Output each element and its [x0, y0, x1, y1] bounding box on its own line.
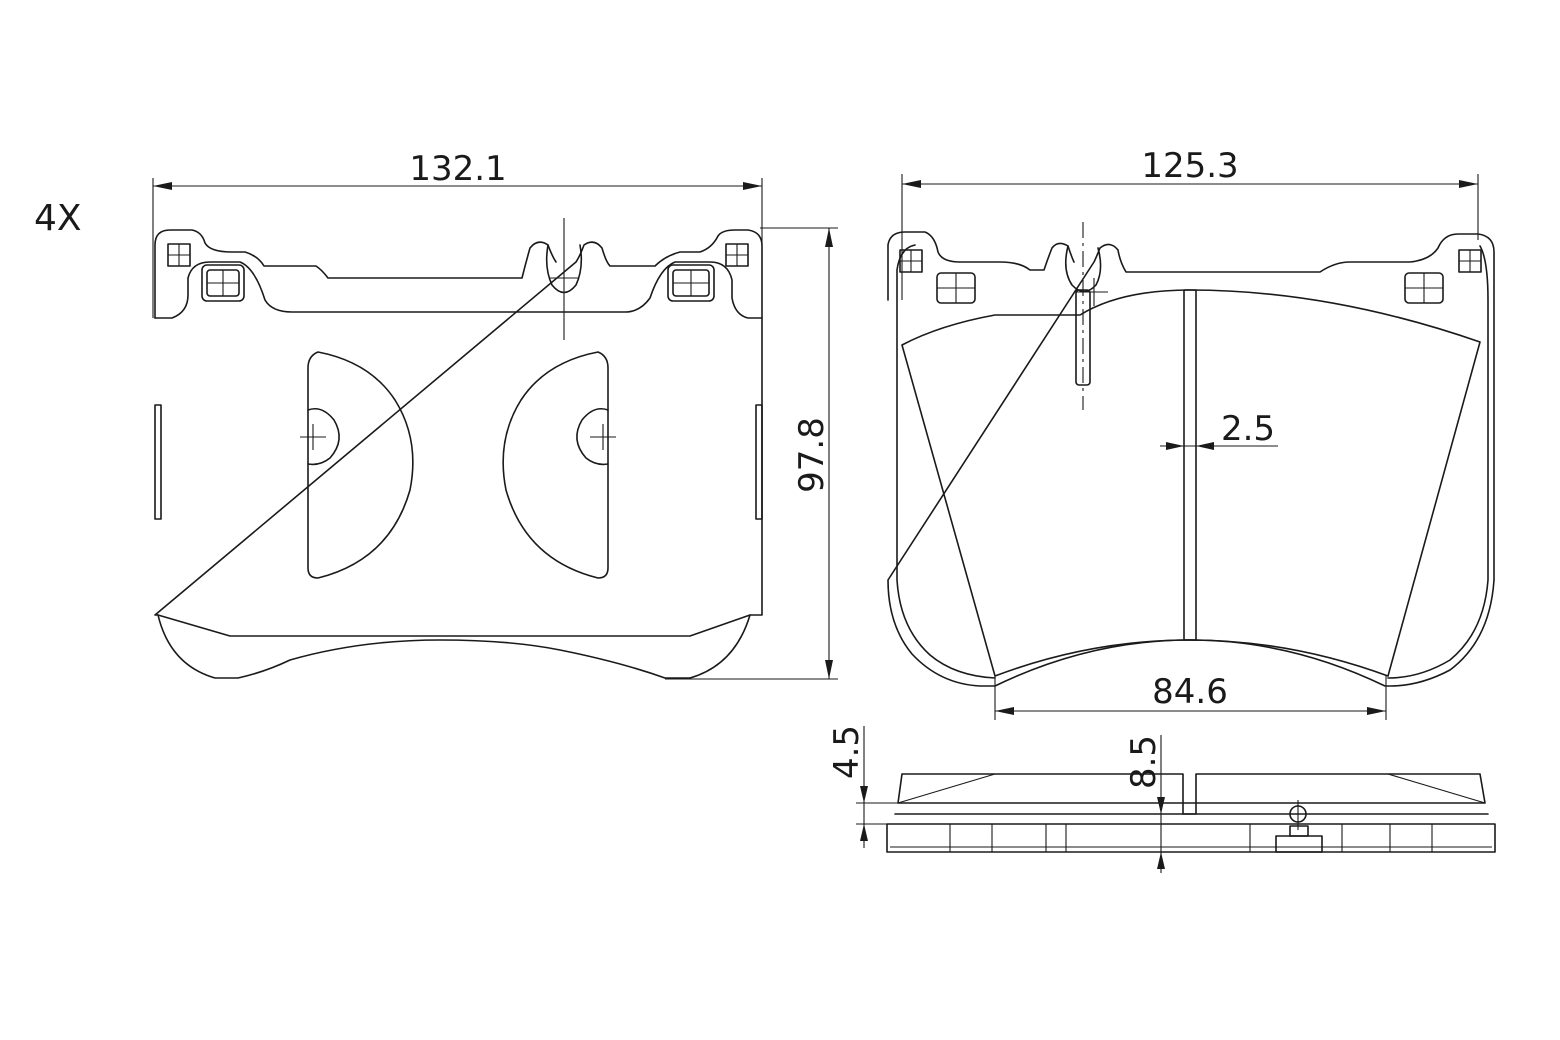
side-backplate — [886, 823, 1496, 853]
dim-right-width-label: 125.3 — [1141, 146, 1238, 186]
left-side-tab-left — [154, 404, 162, 520]
left-marker-2 — [725, 243, 749, 267]
side-chamfer-left — [897, 773, 996, 804]
left-cross-mark-2 — [590, 424, 616, 450]
left-shim-half-moon-left — [307, 351, 414, 579]
left-shim-edge — [154, 261, 763, 319]
left-shim-half-moon-right — [502, 351, 609, 579]
side-backplate-segments — [949, 824, 1433, 852]
side-chamfer-right — [1387, 773, 1486, 804]
left-pad-outline — [154, 229, 763, 679]
side-sensor-stem — [1289, 825, 1309, 837]
quantity-label: 4X — [34, 198, 82, 239]
left-friction-edge — [157, 614, 751, 637]
left-cross-mark-1 — [300, 424, 326, 450]
right-marker-4 — [1404, 272, 1444, 304]
right-pad-outline — [887, 231, 1495, 687]
left-shim-cutout-left — [307, 407, 340, 466]
right-marker-2 — [1458, 249, 1482, 273]
dim-backplate-thickness: 4.5 — [827, 725, 898, 848]
right-center-slot — [1183, 289, 1197, 641]
dim-left-height-label: 97.8 — [792, 417, 832, 493]
dim-backplate-thickness-label: 4.5 — [827, 725, 867, 779]
dim-total-thickness-label: 8.5 — [1124, 735, 1164, 789]
left-marker-3 — [201, 264, 245, 302]
dim-left-width: 132.1 — [152, 149, 763, 318]
side-pad-view — [886, 773, 1496, 853]
left-marker-4 — [667, 264, 715, 302]
dim-lower-width-label: 84.6 — [1152, 672, 1228, 712]
right-inner-outline — [896, 244, 1489, 679]
dim-slot-width: 2.5 — [1160, 409, 1278, 450]
dim-left-width-label: 132.1 — [409, 149, 506, 189]
left-pad-view — [154, 218, 763, 679]
side-friction-outline — [897, 773, 1486, 815]
left-marker-1 — [167, 243, 191, 267]
dim-left-height: 97.8 — [665, 227, 838, 680]
right-friction-block — [901, 289, 1481, 677]
side-sensor-base — [1275, 835, 1323, 853]
right-clip-cross-mark — [1074, 278, 1108, 306]
right-marker-3 — [936, 272, 976, 304]
dim-right-width: 125.3 — [901, 146, 1479, 300]
dim-lower-width: 84.6 — [994, 672, 1387, 720]
right-marker-1 — [899, 249, 923, 273]
right-pad-view — [887, 222, 1495, 687]
dim-slot-width-label: 2.5 — [1221, 409, 1275, 449]
left-side-tab-right — [755, 404, 763, 520]
dim-total-thickness: 8.5 — [1124, 735, 1183, 873]
left-shim-cutout-right — [576, 407, 609, 466]
